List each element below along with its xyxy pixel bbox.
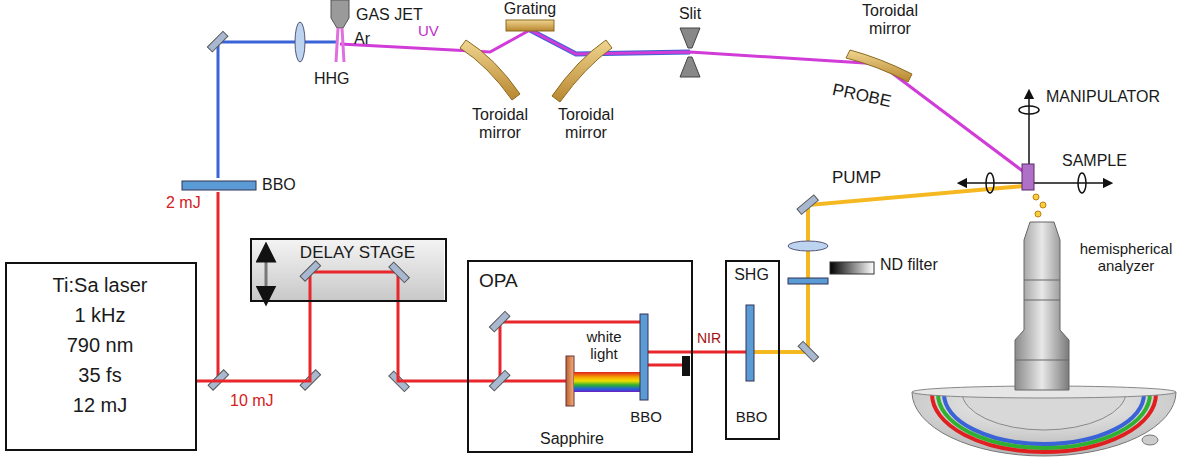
delay-stage-fill: [251, 239, 444, 301]
part-label: MANIPULATOR: [1046, 88, 1160, 106]
sample: [1022, 164, 1034, 190]
mirror: [489, 370, 510, 391]
rotation-arrow: [1019, 106, 1039, 114]
part-label: ND filter: [880, 256, 938, 274]
grating: [506, 20, 554, 31]
wavelength: 790 nm: [7, 334, 193, 357]
photoelectron: [1040, 202, 1046, 208]
red-beam: [727, 351, 746, 354]
part-label: white light: [575, 328, 633, 363]
pulse-duration: 35 fs: [7, 364, 193, 387]
toroidal-mirror: [846, 50, 912, 82]
laser-box: Ti:Sa laser 1 kHz 790 nm 35 fs 12 mJ: [5, 262, 197, 451]
rotation-arrow: [986, 173, 994, 193]
mirror: [389, 262, 410, 283]
beam-dump: [682, 356, 690, 376]
shg-box: SHG BBO: [725, 260, 780, 440]
mirror: [207, 31, 228, 52]
lens-column: [1015, 222, 1069, 390]
stage-title: DELAY STAGE: [272, 243, 443, 263]
mirror: [798, 341, 819, 362]
mirror: [389, 371, 410, 392]
beam-label: 2 mJ: [166, 194, 201, 212]
red-beam: [217, 192, 220, 381]
shg-title: SHG: [727, 266, 776, 284]
part-label: Grating: [495, 0, 565, 18]
delay-stage-box: DELAY STAGE: [250, 238, 447, 302]
repetition-rate: 1 kHz: [7, 304, 193, 327]
part-label: SAMPLE: [1062, 152, 1127, 170]
mirror: [797, 195, 818, 215]
blue-beam: [218, 42, 338, 178]
gas-plume: [336, 28, 344, 62]
part-label: BBO: [621, 408, 671, 425]
part-label: HHG: [314, 70, 350, 88]
mirror: [489, 311, 510, 332]
part-label: BBO: [262, 176, 296, 194]
part-label: BBO: [727, 408, 776, 425]
column-band: [1015, 280, 1069, 360]
part-label: Toroidal mirror: [545, 106, 627, 143]
bbo-crystal: [746, 305, 754, 381]
sapphire-plate: [566, 356, 574, 406]
beam-label: PUMP: [832, 168, 881, 188]
part-label: Slit: [670, 5, 710, 23]
part-label: GAS JET: [356, 6, 423, 24]
lens: [295, 22, 305, 62]
slit: [680, 28, 700, 77]
photoelectron: [1035, 211, 1041, 217]
pulse-energy: 12 mJ: [7, 394, 193, 417]
laser-beam: [197, 302, 310, 381]
mirror: [300, 261, 321, 282]
part-label: hemispherical analyzer: [1076, 240, 1176, 275]
delay-arrow: [265, 252, 268, 296]
bbo-crystal: [640, 314, 648, 400]
manipulator-axis: [1028, 94, 1030, 164]
opa-box: OPA white lightSapphireBBO: [467, 260, 693, 453]
laser-beam: [398, 302, 467, 381]
red-beam: [648, 364, 682, 367]
mirror: [300, 370, 321, 391]
beam-label: UV: [418, 22, 439, 39]
beam-label: PROBE: [831, 80, 893, 111]
rotation-arrow: [1078, 173, 1086, 193]
laser-beam: [693, 351, 725, 354]
uv-beam: [340, 30, 1024, 172]
beam-label: 10 mJ: [228, 392, 276, 410]
part-label: Sapphire: [527, 430, 617, 448]
nd-filter: [788, 278, 828, 284]
nd-gradient: [830, 262, 874, 274]
toroidal-mirror: [460, 40, 520, 100]
toroidal-mirror: [552, 40, 612, 102]
photoelectron: [1033, 194, 1039, 200]
beam-label: NIR: [695, 330, 723, 346]
part-label: Toroidal mirror: [849, 2, 931, 39]
red-beam: [648, 351, 691, 354]
gas-label: Ar: [354, 30, 370, 48]
lens: [788, 241, 828, 251]
part-label: Toroidal mirror: [459, 106, 541, 143]
gas-jet-nozzle: [331, 0, 349, 28]
white-light: [574, 372, 640, 392]
red-beam: [469, 380, 570, 383]
opa-title: OPA: [479, 270, 539, 292]
beam-splitter: [208, 370, 229, 391]
red-beam: [310, 272, 398, 301]
detector-port: [1142, 435, 1158, 445]
hemisphere-outer: [912, 392, 1176, 456]
pump-beam: [754, 186, 1024, 352]
bbo-crystal: [182, 181, 256, 190]
laser-name: Ti:Sa laser: [7, 274, 193, 297]
